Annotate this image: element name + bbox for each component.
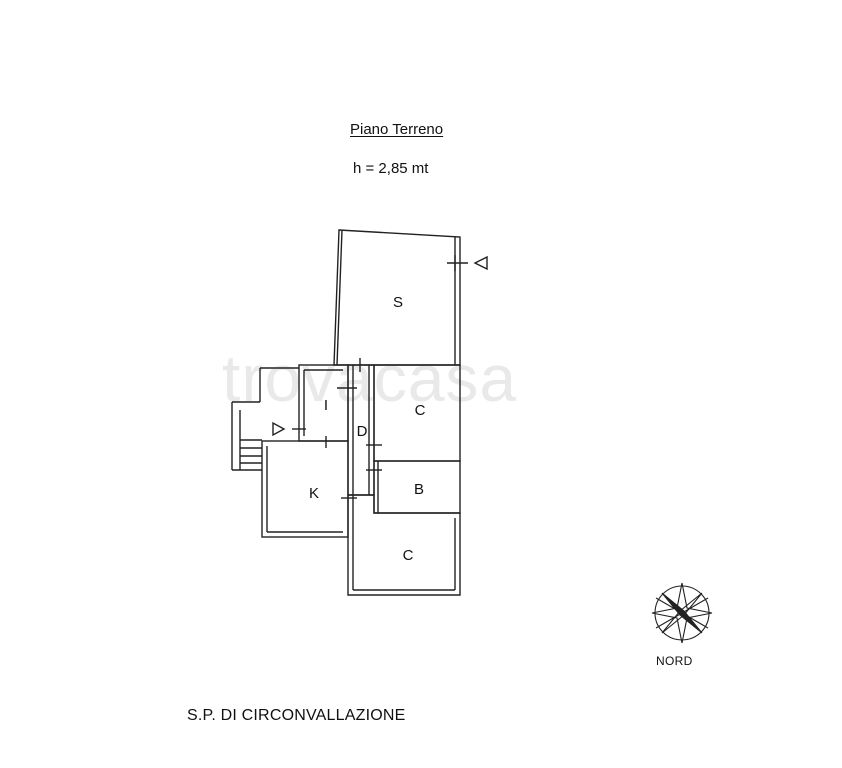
room-c2-outline [347,494,461,596]
room-label-c: C [415,402,426,419]
room-k-outline [261,440,349,538]
north-label: NORD [656,654,693,668]
compass-rose-icon [651,582,713,644]
room-label-b: B [414,481,424,498]
room-label-k: K [309,485,319,502]
room-label-s: S [393,294,403,311]
room-label-c-bottom: C [403,547,414,564]
street-name: S.P. DI CIRCONVALLAZIONE [187,707,406,724]
ceiling-height-note: h = 2,85 mt [353,160,429,177]
room-label-i: I [324,397,328,414]
plan-title: Piano Terreno [350,121,444,138]
room-label-d: D [357,423,368,440]
